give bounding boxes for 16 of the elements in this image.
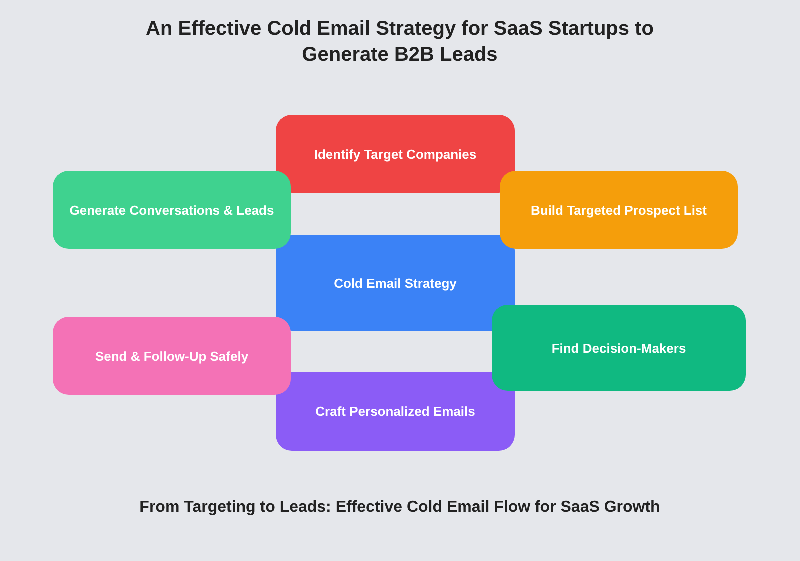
- diagram-caption: From Targeting to Leads: Effective Cold Email Flow for SaaS Growth: [138, 499, 662, 517]
- node-label: Send & Follow-Up Safely: [95, 348, 249, 364]
- diagram-title: An Effective Cold Email Strategy for SaaS Startups to Generate B2B Leads: [145, 17, 655, 68]
- node-label: Generate Conversations & Leads: [70, 202, 274, 218]
- node-label: Cold Email Strategy: [334, 276, 457, 290]
- process-box: [53, 171, 291, 249]
- process-box: [276, 372, 515, 451]
- node-label: Craft Personalized Emails: [316, 404, 476, 419]
- node-label: Identify Target Companies: [314, 146, 477, 162]
- node-label: Build Targeted Prospect List: [530, 202, 707, 218]
- process-box: [492, 305, 746, 391]
- node-label: Find Decision-Makers: [552, 340, 686, 356]
- process-box: [53, 317, 291, 395]
- process-box: [276, 115, 515, 193]
- process-box: [500, 171, 738, 249]
- central-box: [276, 235, 515, 331]
